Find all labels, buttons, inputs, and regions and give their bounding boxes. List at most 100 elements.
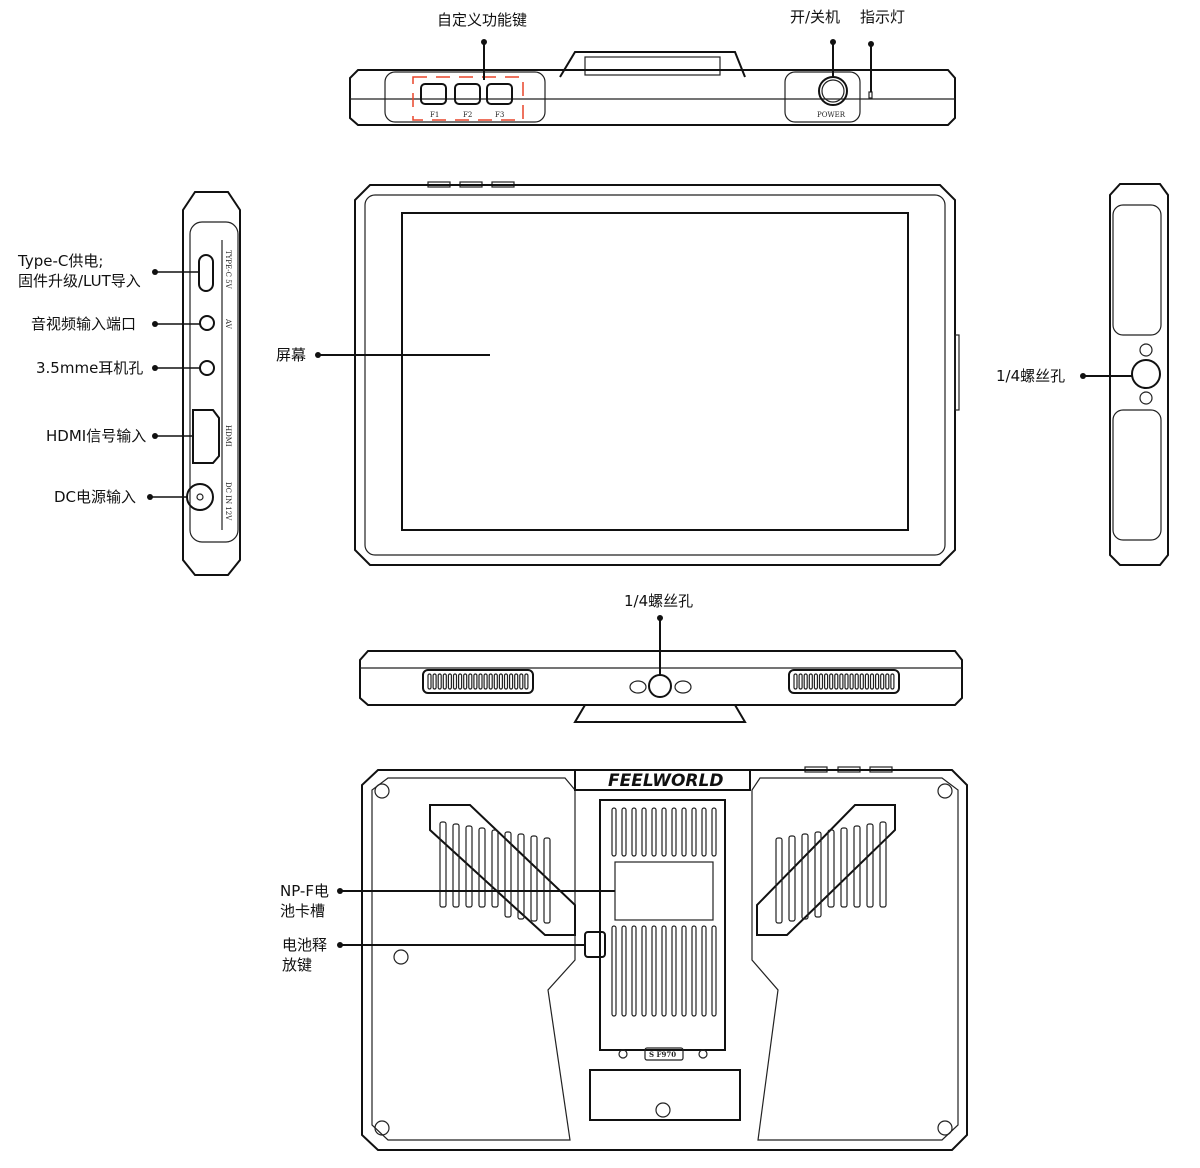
vent-slot <box>803 673 808 690</box>
plate-slot <box>611 807 617 857</box>
vent-slot <box>813 673 819 690</box>
av-label: 音视频输入端口 <box>31 315 136 333</box>
vent-slot <box>519 673 524 690</box>
heat-sink-left <box>429 804 576 936</box>
heat-sink-fin <box>543 837 551 924</box>
av-port <box>199 315 215 331</box>
power-label: 开/关机 <box>790 8 840 26</box>
plate-slot <box>631 807 637 857</box>
screen-label: 屏幕 <box>276 346 306 364</box>
typec-marking: TYPE-C 5V <box>224 250 232 290</box>
back-view: FEELWORLD S F970 NP-F电 池卡槽 电池释 放键 <box>280 766 968 1151</box>
vent-slot <box>844 673 849 690</box>
plate-slot <box>671 925 677 1017</box>
top-view: F1 F2 F3 POWER 自定义功能键 开/关机 指示灯 <box>349 8 956 126</box>
heat-sink-fin <box>866 823 874 908</box>
vent-slot <box>473 673 478 690</box>
vent-slot <box>493 673 498 690</box>
typec-port <box>198 254 214 292</box>
vent-slot <box>503 673 509 690</box>
battery-release-label-line1: 电池释 <box>282 936 327 954</box>
headphone-label: 3.5mme耳机孔 <box>36 359 143 377</box>
heat-sink-fin <box>530 835 538 922</box>
battery-release-label-line2: 放键 <box>282 956 312 974</box>
vent-slot <box>488 673 493 690</box>
vent-slot <box>849 673 854 690</box>
brand-logo: FEELWORLD <box>608 771 723 791</box>
vent-slot <box>890 673 895 690</box>
vent-slot <box>442 673 447 690</box>
heat-sink-fin <box>439 821 447 908</box>
vent-slot <box>452 673 458 690</box>
heat-sink-fin <box>853 825 861 908</box>
battery-model-marking: S F970 <box>649 1050 676 1059</box>
vent-slot <box>869 673 875 690</box>
heat-sink-fin <box>465 825 473 908</box>
plate-slot <box>641 925 647 1017</box>
vent-slot <box>427 673 432 690</box>
heat-sink-fin <box>452 823 460 908</box>
f2-key[interactable] <box>454 83 481 105</box>
plate-slot <box>711 925 717 1017</box>
plate-slot <box>651 807 657 857</box>
heat-sink-fin <box>491 829 499 908</box>
dc-port <box>186 483 214 511</box>
heat-sink-fin <box>840 827 848 908</box>
plate-slot <box>661 925 667 1017</box>
plate-slot <box>631 925 637 1017</box>
vent-slot <box>447 673 452 690</box>
vent-slot <box>839 673 844 690</box>
indicator-led <box>868 91 873 99</box>
vent-slot <box>458 673 463 690</box>
headphone-jack <box>199 360 215 376</box>
vent-slot <box>432 673 437 690</box>
plate-slot <box>661 807 667 857</box>
heat-sink-fin <box>801 833 809 920</box>
plate-slot <box>681 925 687 1017</box>
vent-slot <box>463 673 468 690</box>
right-side-view: 1/4螺丝孔 <box>996 183 1169 566</box>
hdmi-label: HDMI信号输入 <box>46 427 146 445</box>
dc-marking: DC IN 12V <box>224 482 232 521</box>
typec-label-line1: Type-C供电; <box>17 252 103 270</box>
plate-slot <box>651 925 657 1017</box>
vent-right <box>788 669 900 694</box>
plate-slot <box>701 925 707 1017</box>
custom-keys-label: 自定义功能键 <box>437 11 527 29</box>
vent-slot <box>874 673 880 690</box>
f2-marking: F2 <box>463 111 472 119</box>
power-button[interactable] <box>818 76 848 106</box>
screw-hole-right <box>1131 359 1161 389</box>
battery-slot-label-line2: 池卡槽 <box>280 902 325 920</box>
vent-slot <box>437 673 442 690</box>
battery-slot-label-line1: NP-F电 <box>280 882 329 900</box>
vent-slot <box>854 673 859 690</box>
vent-slot <box>823 673 829 690</box>
heat-sink-fin <box>478 827 486 908</box>
vent-slot <box>468 673 473 690</box>
plate-slot <box>701 807 707 857</box>
f1-key[interactable] <box>420 83 447 105</box>
f3-key[interactable] <box>486 83 513 105</box>
screw-hole-bottom <box>648 674 672 698</box>
plate-slot <box>681 807 687 857</box>
vent-slot <box>498 673 503 690</box>
power-marking: POWER <box>817 111 846 119</box>
bottom-view: 1/4螺丝孔 <box>359 592 963 723</box>
hdmi-marking: HDMI <box>224 425 232 447</box>
vent-slot <box>483 673 488 690</box>
dc-label: DC电源输入 <box>54 488 136 506</box>
vent-slot <box>478 673 483 690</box>
vent-slot <box>859 673 864 690</box>
vent-slot <box>798 673 803 690</box>
plate-slot <box>621 925 627 1017</box>
vent-slot <box>793 673 798 690</box>
vent-slot <box>829 673 834 690</box>
screw-right-label: 1/4螺丝孔 <box>996 367 1065 385</box>
screen <box>401 212 909 531</box>
av-marking: AV <box>224 318 232 330</box>
indicator-label: 指示灯 <box>860 8 905 26</box>
typec-label-line2: 固件升级/LUT导入 <box>18 272 141 290</box>
battery-release-button[interactable] <box>584 931 606 958</box>
plate-slot <box>711 807 717 857</box>
